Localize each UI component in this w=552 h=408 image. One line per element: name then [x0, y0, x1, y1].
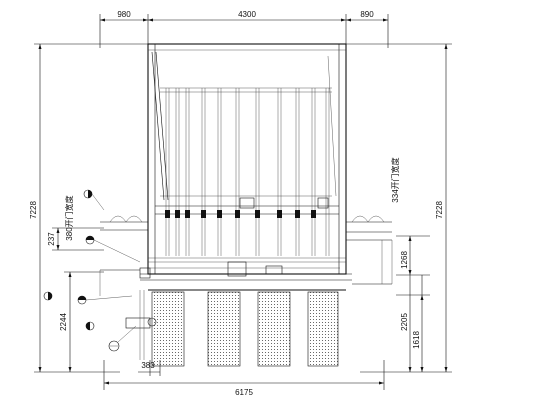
label-right-door-width: 334开门宽度 — [390, 157, 400, 202]
carriage — [139, 261, 340, 279]
dim-right-1618: 1618 — [412, 331, 421, 349]
right-chain-dimensions: 1268 2205 1618 — [396, 235, 430, 372]
dim-top-middle: 4300 — [238, 10, 256, 19]
dim-right-1268: 1268 — [400, 251, 409, 269]
label-left-door-width: 380开门宽度 — [64, 195, 74, 240]
left-chain-dimensions: 237 2244 — [47, 227, 104, 372]
right-overall-dimension: 7228 — [346, 43, 452, 373]
callout-symbols — [43, 189, 141, 352]
hanger-rails — [165, 88, 330, 256]
dim-right-overall: 7228 — [435, 201, 444, 219]
dim-bottom-383: 383 — [141, 361, 155, 370]
dim-top-left: 980 — [117, 10, 131, 19]
top-dimension-chain: 980 4300 890 — [99, 10, 389, 48]
dim-bottom-overall: 6175 — [235, 388, 253, 397]
machine-frame — [140, 43, 352, 291]
bottom-dimensions: 6175 383 — [103, 360, 385, 397]
left-overall-dimension: 7228 — [29, 43, 150, 373]
dim-left-2244: 2244 — [59, 313, 68, 331]
dim-left-237: 237 — [47, 232, 56, 246]
dim-left-overall: 7228 — [29, 201, 38, 219]
dim-right-2205: 2205 — [400, 313, 409, 331]
support-pillars — [151, 291, 339, 367]
lower-left-machinery — [125, 290, 157, 360]
right-platform — [346, 215, 393, 285]
left-platform — [99, 215, 148, 296]
dim-top-right: 890 — [360, 10, 374, 19]
